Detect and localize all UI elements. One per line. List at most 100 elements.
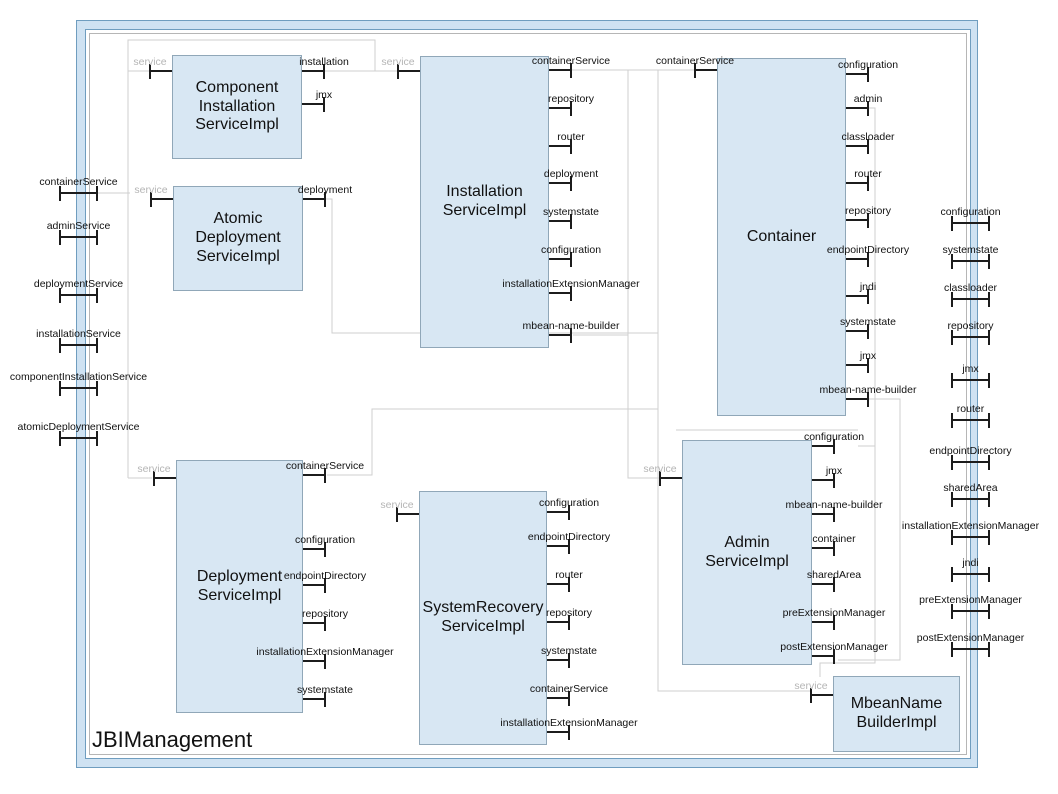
port-component-installation-service-impl-installation[interactable]: installation	[299, 56, 349, 79]
port-systemrecovery-service-impl-router[interactable]: router	[547, 569, 583, 592]
right-end-tick	[988, 529, 990, 545]
right-end-tick	[96, 380, 98, 396]
port-label: postExtensionManager	[780, 641, 888, 653]
port-deployment-service-impl-installationextensionmanager[interactable]: installationExtensionManager	[256, 646, 394, 669]
port-installation-service-impl-repository[interactable]: repository	[548, 93, 594, 116]
boundary-port-configuration[interactable]: configuration	[940, 206, 1001, 231]
port-installation-service-impl-deployment[interactable]: deployment	[544, 168, 598, 191]
right-end-tick	[988, 291, 990, 307]
node-label-line: ServiceImpl	[705, 552, 789, 570]
port-installation-service-impl-containerservice[interactable]: containerService	[532, 55, 610, 78]
boundary-port-systemstate[interactable]: systemstate	[942, 244, 999, 269]
boundary-port-label: router	[956, 403, 985, 415]
boundary-port-adminservice[interactable]: adminService	[47, 220, 110, 245]
port-container-router[interactable]: router	[846, 168, 882, 191]
port-container-jmx[interactable]: jmx	[846, 350, 876, 373]
port-label: endpointDirectory	[527, 531, 611, 543]
connector	[627, 70, 660, 479]
port-label: router	[555, 569, 583, 581]
port-systemrecovery-service-impl-endpointdirectory[interactable]: endpointDirectory	[528, 531, 610, 554]
port-admin-service-impl-configuration[interactable]: configuration	[804, 431, 864, 454]
port-admin-service-impl-jmx[interactable]: jmx	[812, 465, 842, 488]
boundary-port-jndi[interactable]: jndi	[951, 557, 990, 582]
boundary-port-repository[interactable]: repository	[947, 320, 994, 345]
port-container-endpointdirectory[interactable]: endpointDirectory	[827, 244, 909, 267]
right-end-tick	[988, 215, 990, 231]
port-component-installation-service-impl-jmx[interactable]: jmx	[302, 89, 332, 112]
port-container-repository[interactable]: repository	[845, 205, 891, 228]
port-admin-service-impl-preextensionmanager[interactable]: preExtensionManager	[783, 607, 885, 630]
port-deployment-service-impl-containerservice[interactable]: containerService	[286, 460, 364, 483]
port-container-containerservice[interactable]: containerService	[656, 55, 734, 78]
port-label: installation	[299, 56, 349, 68]
boundary-port-classloader[interactable]: classloader	[944, 282, 997, 307]
port-container-configuration[interactable]: configuration	[838, 59, 898, 82]
node-label-line: Installation	[446, 183, 523, 201]
port-container-classloader[interactable]: classloader	[841, 131, 895, 154]
port-installation-service-impl-systemstate[interactable]: systemstate	[543, 206, 599, 229]
boundary-port-installationextensionmanager[interactable]: installationExtensionManager	[902, 520, 1039, 545]
container[interactable]: Container	[717, 58, 846, 416]
boundary-port-deploymentservice[interactable]: deploymentService	[34, 278, 123, 303]
boundary-port-label: sharedArea	[943, 482, 998, 494]
port-admin-service-impl-postextensionmanager[interactable]: postExtensionManager	[780, 641, 888, 664]
port-systemrecovery-service-impl-installationextensionmanager[interactable]: installationExtensionManager	[500, 717, 638, 740]
port-atomic-deployment-service-impl-service[interactable]: service	[134, 184, 173, 207]
boundary-port-postextensionmanager[interactable]: postExtensionManager	[917, 632, 1024, 657]
right-end-tick	[324, 467, 326, 483]
port-admin-service-impl-service[interactable]: service	[643, 463, 682, 486]
boundary-port-atomicdeploymentservice[interactable]: atomicDeploymentService	[18, 421, 139, 446]
boundary-port-endpointdirectory[interactable]: endpointDirectory	[929, 445, 1012, 470]
port-deployment-service-impl-endpointdirectory[interactable]: endpointDirectory	[284, 570, 366, 593]
port-installation-service-impl-configuration[interactable]: configuration	[541, 244, 601, 267]
left-end-tick	[951, 454, 953, 470]
port-installation-service-impl-service[interactable]: service	[381, 56, 420, 79]
boundary-port-preextensionmanager[interactable]: preExtensionManager	[919, 594, 1022, 619]
port-mbeanname-builderimpl-service[interactable]: service	[794, 680, 833, 703]
right-end-tick	[324, 653, 326, 669]
right-end-tick	[570, 100, 572, 116]
right-end-tick	[867, 138, 869, 154]
port-admin-service-impl-container[interactable]: container	[812, 533, 856, 556]
left-end-tick	[810, 687, 812, 703]
port-systemrecovery-service-impl-containerservice[interactable]: containerService	[530, 683, 608, 706]
port-label: deployment	[543, 168, 599, 180]
boundary-port-installationservice[interactable]: installationService	[36, 328, 121, 353]
port-installation-service-impl-router[interactable]: router	[549, 131, 585, 154]
port-container-jndi[interactable]: jndi	[846, 281, 876, 304]
right-end-tick	[323, 96, 325, 112]
port-admin-service-impl-mbean-name-builder[interactable]: mbean-name-builder	[786, 499, 882, 522]
boundary-port-jmx[interactable]: jmx	[951, 363, 990, 388]
port-admin-service-impl-sharedarea[interactable]: sharedArea	[807, 569, 861, 592]
boundary-port-componentinstallationservice[interactable]: componentInstallationService	[10, 371, 147, 396]
port-container-mbean-name-builder[interactable]: mbean-name-builder	[820, 384, 916, 407]
boundary-port-sharedarea[interactable]: sharedArea	[943, 482, 998, 507]
port-deployment-service-impl-repository[interactable]: repository	[302, 608, 348, 631]
port-installation-service-impl-installationextensionmanager[interactable]: installationExtensionManager	[502, 278, 640, 301]
boundary-port-containerservice[interactable]: containerService	[39, 176, 118, 201]
port-component-installation-service-impl-service[interactable]: service	[133, 56, 172, 79]
port-container-systemstate[interactable]: systemstate	[840, 316, 896, 339]
port-systemrecovery-service-impl-service[interactable]: service	[380, 499, 419, 522]
boundary-port-router[interactable]: router	[951, 403, 990, 428]
port-deployment-service-impl-service[interactable]: service	[137, 463, 176, 486]
port-systemrecovery-service-impl-configuration[interactable]: configuration	[539, 497, 599, 520]
port-deployment-service-impl-systemstate[interactable]: systemstate	[297, 684, 353, 707]
port-installation-service-impl-mbean-name-builder[interactable]: mbean-name-builder	[523, 320, 619, 343]
boundary-port-label: containerService	[39, 176, 118, 188]
port-deployment-service-impl-configuration[interactable]: configuration	[295, 534, 355, 557]
port-atomic-deployment-service-impl-deployment[interactable]: deployment	[298, 184, 352, 207]
port-systemrecovery-service-impl-systemstate[interactable]: systemstate	[541, 645, 597, 668]
node-label-line: ServiceImpl	[197, 586, 282, 604]
port-container-admin[interactable]: admin	[846, 93, 882, 116]
port-label: service	[133, 56, 167, 68]
port-systemrecovery-service-impl-repository[interactable]: repository	[546, 607, 592, 630]
